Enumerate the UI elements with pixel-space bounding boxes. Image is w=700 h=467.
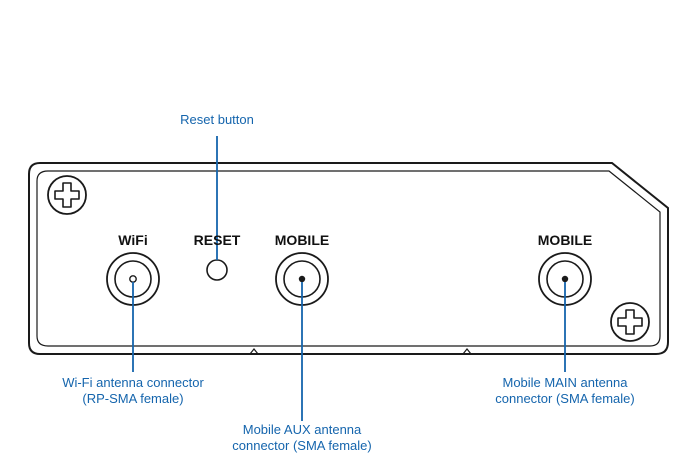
screw-icon <box>47 175 87 215</box>
reset-callout: Reset button <box>180 112 254 127</box>
panel-notch <box>249 348 259 355</box>
screw-icon <box>610 302 650 342</box>
panel-notch <box>462 348 472 355</box>
mobile-main-port-label: MOBILE <box>538 232 592 248</box>
panel-inner-outline <box>36 170 661 347</box>
wifi-callout-line1: Wi-Fi antenna connector <box>62 375 204 390</box>
reset-port-label: RESET <box>194 232 241 248</box>
reset-button <box>206 259 228 281</box>
main-callout-line1: Mobile MAIN antenna <box>502 375 628 390</box>
main-callout-line2: connector (SMA female) <box>495 391 634 406</box>
aux-callout-line2: connector (SMA female) <box>232 438 371 453</box>
wifi-callout-line2: (RP-SMA female) <box>82 391 183 406</box>
mobile-main-antenna-connector <box>538 252 592 306</box>
aux-callout-line1: Mobile AUX antenna <box>243 422 362 437</box>
mobile-aux-port-label: MOBILE <box>275 232 329 248</box>
panel-outline <box>28 162 669 355</box>
wifi-port-label: WiFi <box>118 232 147 248</box>
